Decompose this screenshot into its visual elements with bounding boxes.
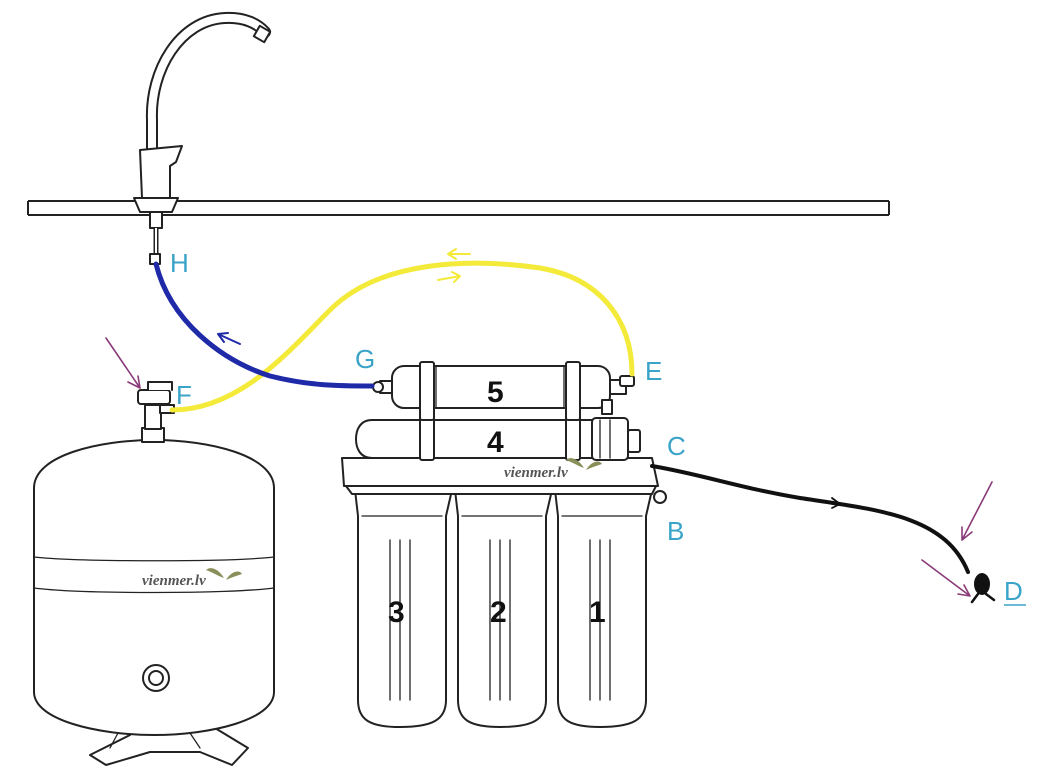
arrow-pointer-drain-top-icon: [961, 481, 993, 541]
filter-number-2: 2: [490, 596, 507, 629]
label-b: B: [667, 516, 684, 546]
watermark-tank: vienmer.lv: [142, 568, 242, 589]
point-labels: H G F E C B D: [170, 248, 1026, 606]
filter-housing-1: [554, 489, 653, 728]
arrow-pointer-tank-icon: [105, 337, 141, 389]
filter-number-4: 4: [487, 426, 504, 459]
storage-tank: [33, 381, 275, 766]
filter-numbers: 5 4 3 2 1: [388, 376, 606, 629]
watermark-tank-text: vienmer.lv: [142, 573, 206, 589]
faucet: [133, 11, 272, 265]
arrow-blue-icon: [217, 332, 241, 345]
label-g: G: [355, 344, 375, 374]
flow-arrows: [105, 248, 993, 597]
filter-housing-2: [454, 489, 553, 728]
arrow-yellow-right-icon: [437, 271, 461, 283]
arrow-pointer-drain-bottom-icon: [921, 559, 971, 597]
label-e: E: [645, 356, 662, 386]
label-c: C: [667, 431, 686, 461]
filter-number-5: 5: [487, 376, 504, 409]
label-d: D: [1004, 576, 1023, 606]
filter-number-3: 3: [388, 596, 405, 629]
blue-tube: [153, 261, 375, 389]
membrane-housing-4: [355, 415, 641, 461]
label-f: F: [176, 380, 192, 410]
watermark-system: vienmer.lv: [504, 458, 602, 481]
yellow-tube: [169, 260, 635, 413]
label-h: H: [170, 248, 189, 278]
drain-clamp: [970, 573, 996, 604]
black-tube: [650, 464, 970, 574]
arrow-yellow-left-icon: [447, 248, 471, 260]
arrow-black-icon: [817, 497, 841, 509]
filter-system: vienmer.lv: [341, 361, 667, 728]
watermark-system-text: vienmer.lv: [504, 465, 568, 481]
post-filter-housing-5: [372, 361, 635, 421]
filter-housing-3: [354, 489, 453, 728]
filter-number-1: 1: [589, 596, 606, 629]
